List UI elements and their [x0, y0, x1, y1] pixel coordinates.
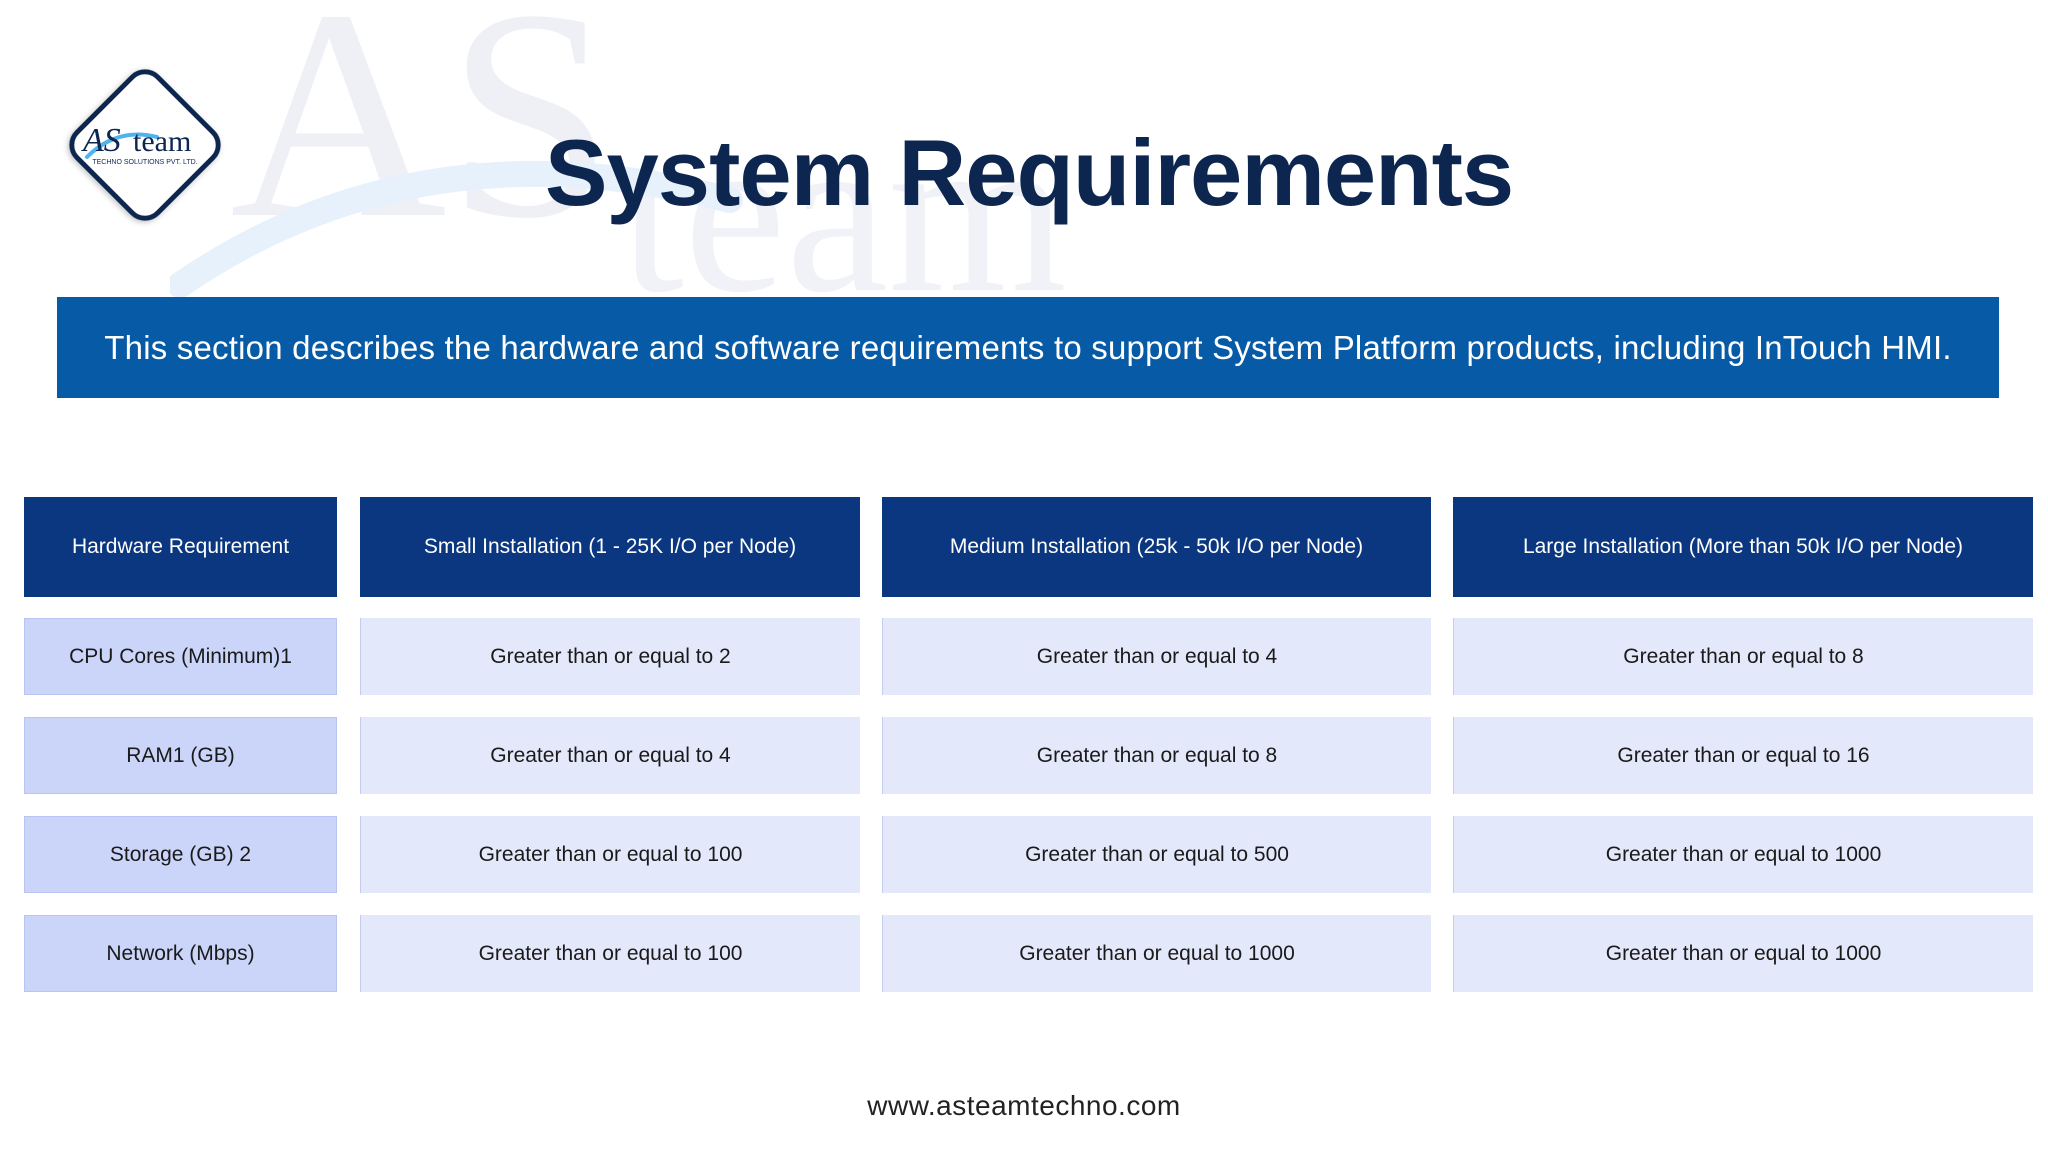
header-small-installation: Small Installation (1 - 25K I/O per Node…	[360, 497, 860, 597]
table-cell: Greater than or equal to 1000	[1453, 915, 2033, 992]
row-label: Storage (GB) 2	[24, 816, 337, 893]
logo-tagline: TECHNO SOLUTIONS PVT. LTD.	[92, 159, 197, 166]
table-cell: Greater than or equal to 16	[1453, 717, 2033, 794]
table-cell: Greater than or equal to 8	[1453, 618, 2033, 695]
table-header-row: Hardware Requirement Small Installation …	[24, 497, 2033, 597]
table-row: Storage (GB) 2 Greater than or equal to …	[24, 816, 2033, 893]
table-cell: Greater than or equal to 100	[360, 915, 860, 992]
table-cell: Greater than or equal to 8	[882, 717, 1431, 794]
header-hardware-requirement: Hardware Requirement	[24, 497, 337, 597]
page-title: System Requirements	[544, 120, 1514, 225]
company-logo: AS team TECHNO SOLUTIONS PVT. LTD.	[69, 69, 221, 221]
svg-text:team: team	[133, 125, 191, 158]
table-row: Network (Mbps) Greater than or equal to …	[24, 915, 2033, 992]
footer-website-url: www.asteamtechno.com	[867, 1090, 1181, 1121]
header-medium-installation: Medium Installation (25k - 50k I/O per N…	[882, 497, 1431, 597]
row-label: CPU Cores (Minimum)1	[24, 618, 337, 695]
table-cell: Greater than or equal to 2	[360, 618, 860, 695]
header-large-installation: Large Installation (More than 50k I/O pe…	[1453, 497, 2033, 597]
table-row: RAM1 (GB) Greater than or equal to 4 Gre…	[24, 717, 2033, 794]
table-cell: Greater than or equal to 1000	[1453, 816, 2033, 893]
table-cell: Greater than or equal to 100	[360, 816, 860, 893]
row-label: RAM1 (GB)	[24, 717, 337, 794]
description-banner: This section describes the hardware and …	[57, 297, 1999, 398]
table-cell: Greater than or equal to 500	[882, 816, 1431, 893]
row-label: Network (Mbps)	[24, 915, 337, 992]
table-cell: Greater than or equal to 4	[882, 618, 1431, 695]
banner-text: This section describes the hardware and …	[104, 328, 1952, 366]
table-row: CPU Cores (Minimum)1 Greater than or equ…	[24, 618, 2033, 695]
svg-text:AS: AS	[81, 122, 121, 159]
table-cell: Greater than or equal to 1000	[882, 915, 1431, 992]
table-cell: Greater than or equal to 4	[360, 717, 860, 794]
